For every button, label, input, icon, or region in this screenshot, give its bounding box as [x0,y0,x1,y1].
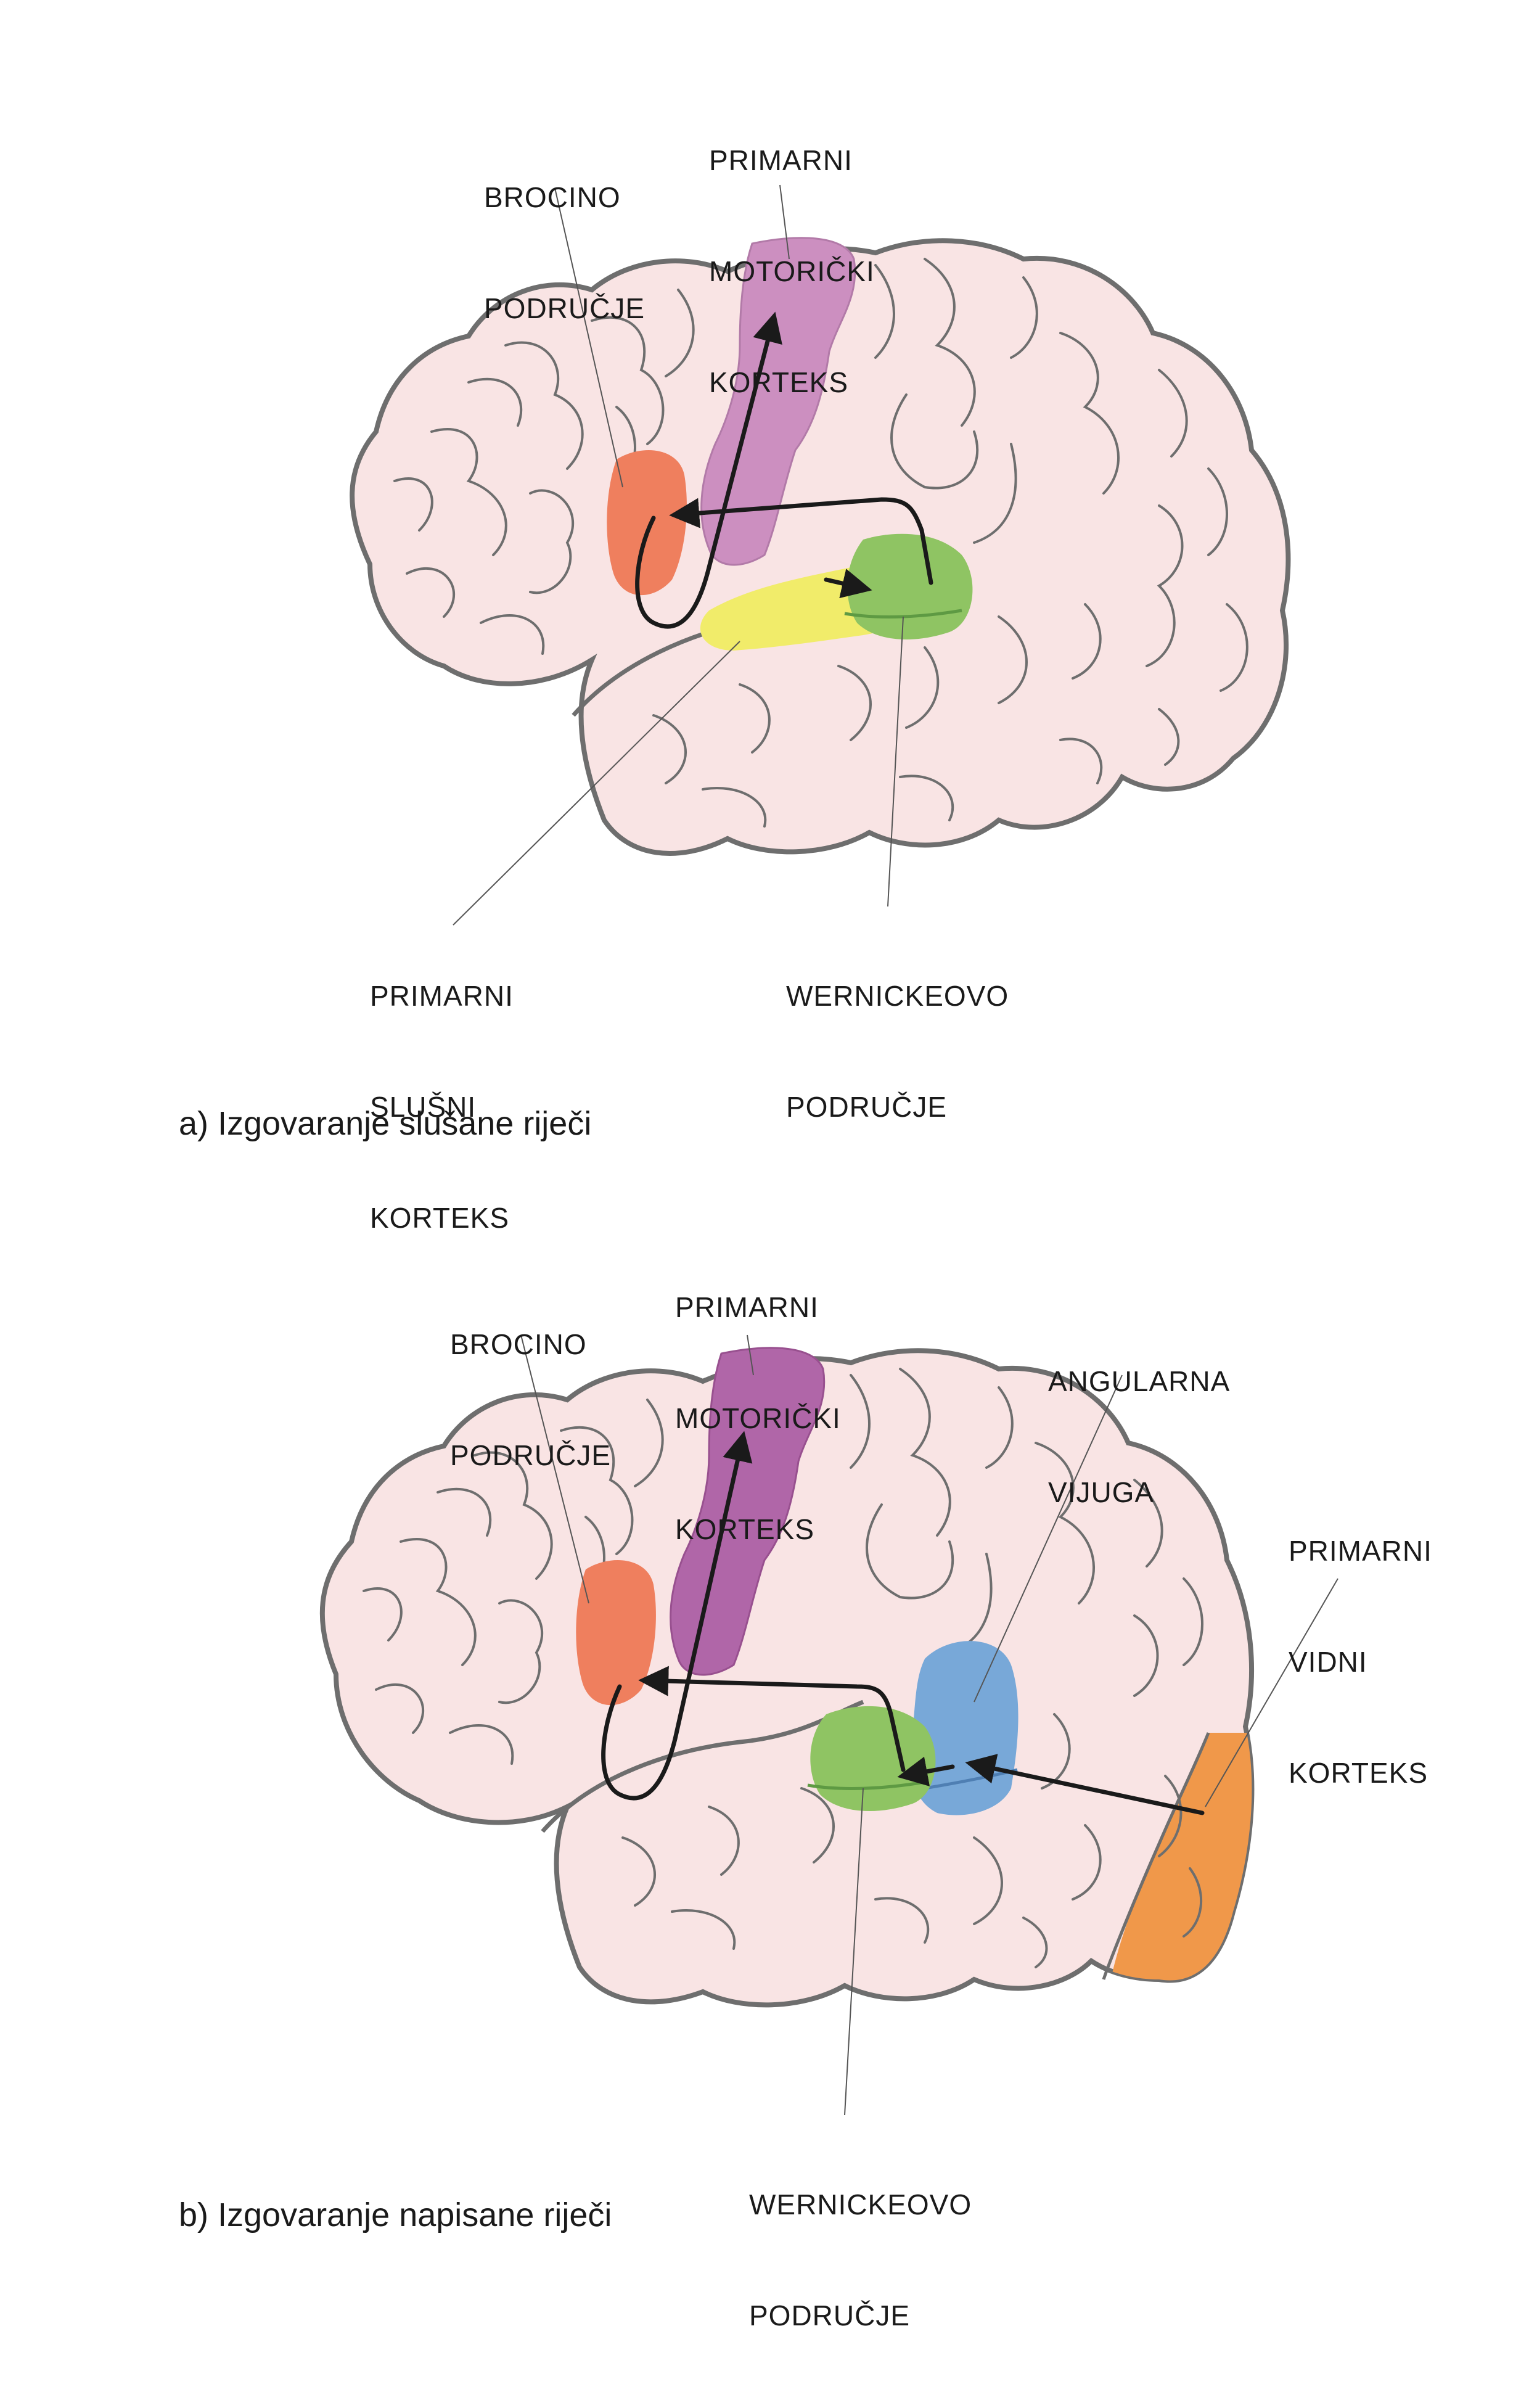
arrow-visual-to-angular [965,1754,1205,1815]
label-auditory-a: PRIMARNI SLUŠNI KORTEKS [370,903,514,1310]
label-line: MOTORIČKI [675,1402,841,1434]
label-line: SLUŠNI [370,1091,477,1123]
label-line: PODRUČJE [786,1091,948,1123]
leader-lines-a [453,184,904,926]
caption-b: b) Izgovaranje napisane riječi [179,2196,612,2233]
brain-diagram-b [319,1334,1338,2116]
pathway-arrows-a [635,311,933,629]
broca-area-region [576,1560,656,1706]
label-line: VIDNI [1289,1646,1367,1678]
label-visual-b: PRIMARNI VIDNI KORTEKS [1289,1458,1432,1865]
arrow-wernicke-to-broca [638,1666,906,1772]
arrow-wernicke-to-broca [669,497,933,585]
label-line: KORTEKS [370,1202,509,1234]
label-line: KORTEKS [675,1513,814,1545]
label-motor-a: PRIMARNI MOTORIČKI KORTEKS [709,68,875,475]
label-line: PODRUČJE [450,1439,612,1471]
label-line: PODRUČJE [749,2299,911,2332]
label-line: ANGULARNA [1048,1365,1231,1397]
broca-area-region [607,450,687,596]
wernicke-area-region [810,1706,936,1811]
panel-a: BROCINO PODRUČJE PRIMARNI MOTORIČKI KORT… [0,0,1529,1234]
label-line: KORTEKS [709,366,848,398]
label-line: WERNICKEOVO [749,2188,972,2221]
caption-a: a) Izgovaranje slušane riječi [179,1105,592,1142]
label-line: BROCINO [484,181,621,213]
label-wernicke-b: WERNICKEOVO PODRUČJE [749,2112,972,2408]
label-line: PRIMARNI [370,980,514,1012]
label-angular-b: ANGULARNA VIJUGA [1048,1289,1230,1585]
label-broca-b: BROCINO PODRUČJE [450,1252,611,1548]
panel-b: BROCINO PODRUČJE PRIMARNI MOTORIČKI KORT… [0,1159,1529,2332]
label-line: MOTORIČKI [709,255,875,287]
motor-cortex-region [700,237,856,566]
label-line: KORTEKS [1289,1757,1428,1789]
label-line: PRIMARNI [675,1291,819,1323]
arrow-auditory-to-wernicke [824,569,872,599]
cortex-folds [363,1368,1203,1968]
arrow-angular-to-wernicke [897,1756,955,1786]
arrow-broca-to-motor [601,1431,753,1801]
label-line: VIJUGA [1048,1476,1155,1508]
pathway-arrows-b [601,1431,1205,1815]
label-line: PRIMARNI [1289,1535,1432,1567]
label-line: PODRUČJE [484,292,646,324]
label-motor-b: PRIMARNI MOTORIČKI KORTEKS [675,1215,841,1622]
label-line: BROCINO [450,1328,587,1360]
label-wernicke-a: WERNICKEOVO PODRUČJE [786,903,1009,1199]
arrow-broca-to-motor [635,311,782,629]
leader-lines-b [520,1334,1338,2116]
label-line: PRIMARNI [709,144,853,176]
brain-diagram-a [350,184,1291,926]
label-broca-a: BROCINO PODRUČJE [484,105,645,401]
label-line: WERNICKEOVO [786,980,1009,1012]
